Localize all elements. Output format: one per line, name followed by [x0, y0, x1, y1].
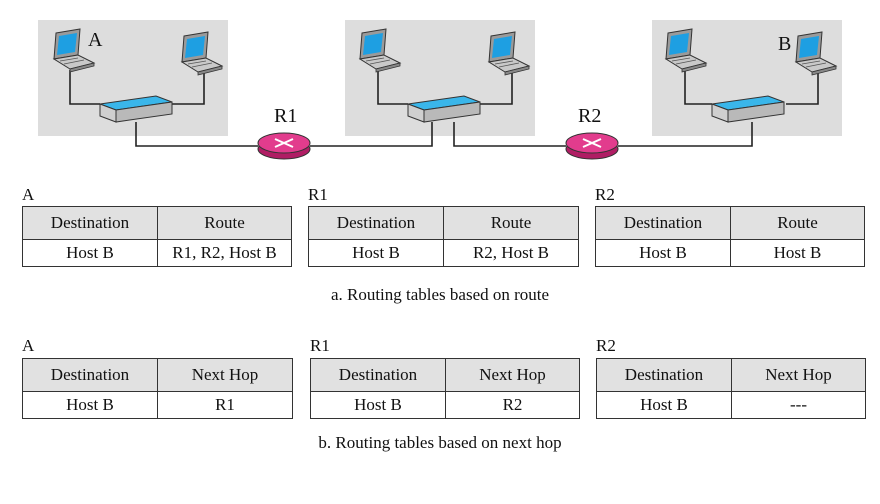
table-cell: Host B	[310, 391, 446, 419]
table-cell: Host B	[595, 239, 731, 267]
caption-route: a. Routing tables based on route	[330, 285, 550, 304]
column-header: Destination	[22, 206, 158, 240]
column-header: Destination	[22, 358, 158, 392]
table-cell: R1	[157, 391, 293, 419]
table-cell: R1, R2, Host B	[157, 239, 292, 267]
table-cell: Host B	[22, 239, 158, 267]
table-cell: Host B	[308, 239, 444, 267]
cables	[69, 70, 819, 147]
table-cell: Host B	[596, 391, 732, 419]
table-title: R1	[310, 336, 330, 355]
column-header: Route	[443, 206, 579, 240]
column-header: Destination	[595, 206, 731, 240]
caption-nexthop: b. Routing tables based on next hop	[318, 433, 562, 452]
router-r2-label: R2	[578, 105, 601, 127]
network-diagram: A B R1 R2	[38, 20, 842, 160]
table-cell: Host B	[730, 239, 865, 267]
table-title: R1	[308, 185, 328, 204]
table-title: A	[22, 185, 35, 204]
table-cell: R2, Host B	[443, 239, 579, 267]
column-header: Destination	[308, 206, 444, 240]
host-b-label: B	[778, 33, 791, 55]
table-title: A	[22, 336, 35, 355]
table-cell: ---	[731, 391, 866, 419]
column-header: Next Hop	[731, 358, 866, 392]
table-cell: Host B	[22, 391, 158, 419]
column-header: Route	[730, 206, 865, 240]
table-cell: R2	[445, 391, 580, 419]
router-r1-icon	[257, 132, 311, 160]
router-r1-label: R1	[274, 105, 297, 127]
table-title: R2	[595, 185, 615, 204]
router-r2-icon	[565, 132, 619, 160]
column-header: Route	[157, 206, 292, 240]
column-header: Next Hop	[445, 358, 580, 392]
column-header: Destination	[310, 358, 446, 392]
table-title: R2	[596, 336, 616, 355]
column-header: Destination	[596, 358, 732, 392]
host-a-label: A	[88, 29, 103, 51]
column-header: Next Hop	[157, 358, 293, 392]
